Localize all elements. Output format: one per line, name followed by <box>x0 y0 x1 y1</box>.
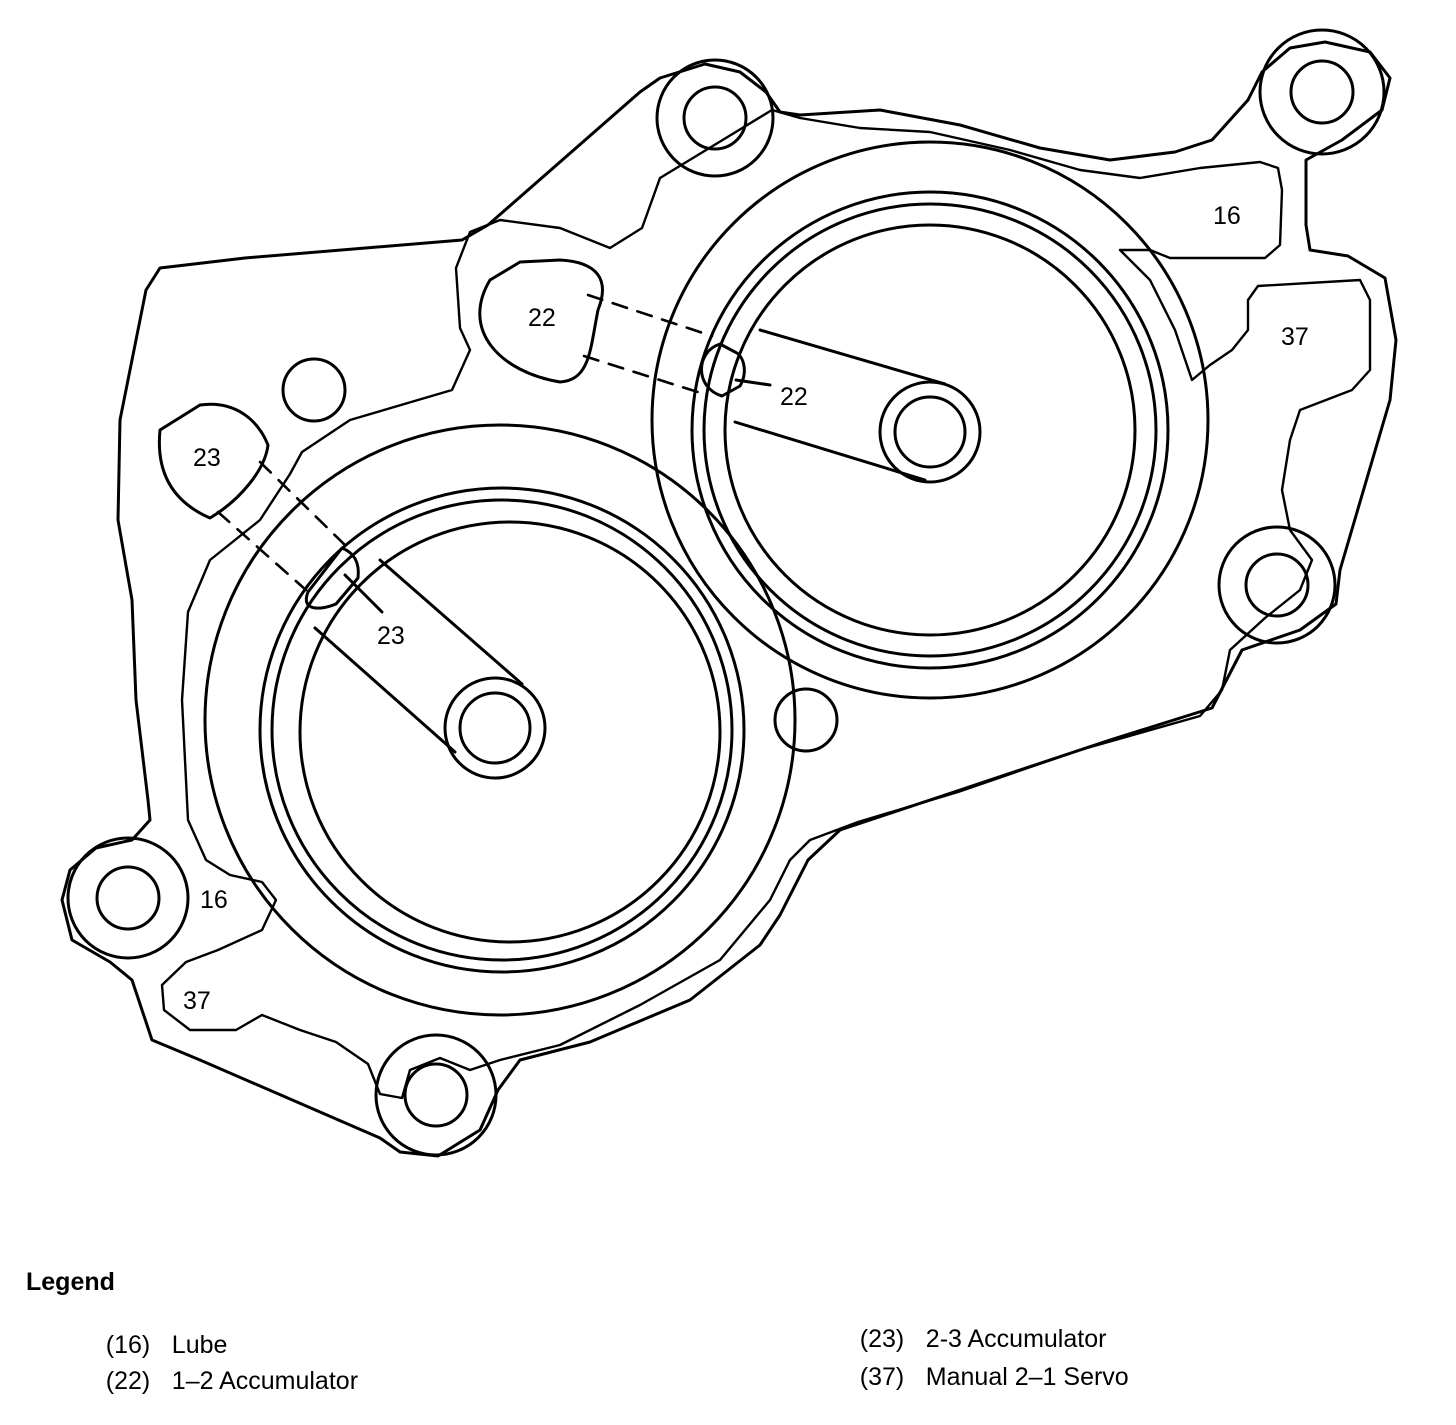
bolt-hole-right <box>1244 552 1310 618</box>
legend-code: (22) <box>105 1367 151 1395</box>
bore-12-outer-ring <box>650 140 1210 700</box>
callout-16-lower: 16 <box>200 886 228 914</box>
gasket-inner-outline <box>160 108 1372 1100</box>
legend-label: Lube <box>171 1331 228 1359</box>
legend-title: Legend <box>26 1268 115 1296</box>
bolt-hole-bottom-boss <box>374 1033 498 1157</box>
callout-22-port: 22 <box>528 304 556 332</box>
bore-12-piston <box>723 223 1137 637</box>
bolt-hole-left-boss <box>66 836 190 960</box>
legend-code: (37) <box>859 1363 905 1391</box>
gasket-diagram: 16 37 22 22 23 23 16 37 <box>60 28 1398 1158</box>
bore-23-rod-outer <box>443 676 547 780</box>
bolt-hole-left <box>95 865 161 931</box>
bolt-hole-right-boss <box>1217 525 1337 645</box>
bore-12-feed-cup <box>700 342 746 398</box>
callout-23-port: 23 <box>193 444 221 472</box>
bolt-hole-top-right <box>1289 59 1355 125</box>
bore-23-feed-line-upper <box>378 558 524 686</box>
bore-23-feed-line-lower <box>313 626 457 754</box>
passage-22-dash-upper <box>586 293 714 338</box>
legend-label: 2-3 Accumulator <box>925 1325 1107 1353</box>
bore-23-feed-cup <box>304 546 360 610</box>
port-22-boss <box>478 258 604 384</box>
legend-label: Manual 2–1 Servo <box>925 1363 1129 1391</box>
port-23-boss <box>157 402 270 520</box>
callout-16-upper: 16 <box>1213 202 1241 230</box>
legend-item-37: (37) Manual 2–1 Servo <box>832 1334 1129 1421</box>
callout-23-leader <box>343 573 384 614</box>
bore-12-feed-line-lower <box>733 420 927 482</box>
legend-code: (23) <box>859 1325 905 1353</box>
passage-23-dash-upper <box>258 460 350 550</box>
bolt-hole-top-right-boss <box>1258 28 1386 156</box>
bore-12-seal-inner <box>702 202 1158 658</box>
legend: Legend (16) Lube (22) 1–2 Accumulator (23)… <box>0 1262 1456 1395</box>
legend-label: 1–2 Accumulator <box>171 1367 359 1395</box>
bore-23-outer-ring <box>203 423 797 1017</box>
callout-22-leader <box>734 378 772 387</box>
bore-12-rod-inner <box>893 395 967 469</box>
legend-item-22: (22) 1–2 Accumulator <box>78 1338 358 1425</box>
passage-23-dash-lower <box>216 510 308 592</box>
small-hole-left <box>281 357 347 423</box>
bore-23-seal-inner <box>270 498 734 962</box>
bore-12-rod-outer <box>878 380 982 484</box>
callout-22-bore: 22 <box>780 383 808 411</box>
bore-23-piston <box>298 520 722 944</box>
housing-outline <box>60 40 1398 1158</box>
bolt-hole-top-boss <box>655 58 775 178</box>
bore-12-seal-outer <box>690 190 1170 670</box>
legend-code: (16) <box>105 1331 151 1359</box>
passage-22-dash-lower <box>582 354 706 396</box>
bore-12-feed-line-upper <box>758 328 947 386</box>
callout-23-bore: 23 <box>377 622 405 650</box>
bolt-hole-bottom <box>403 1062 469 1128</box>
bore-23-rod-inner <box>458 691 532 765</box>
callout-37-lower: 37 <box>183 987 211 1015</box>
legend-item-23: (23) 2-3 Accumulator <box>832 1296 1107 1383</box>
small-hole-center <box>773 687 839 753</box>
legend-item-16: (16) Lube <box>78 1302 228 1389</box>
callout-37-upper: 37 <box>1281 323 1309 351</box>
bore-23-seal-outer <box>258 486 746 974</box>
bolt-hole-top <box>682 85 748 151</box>
